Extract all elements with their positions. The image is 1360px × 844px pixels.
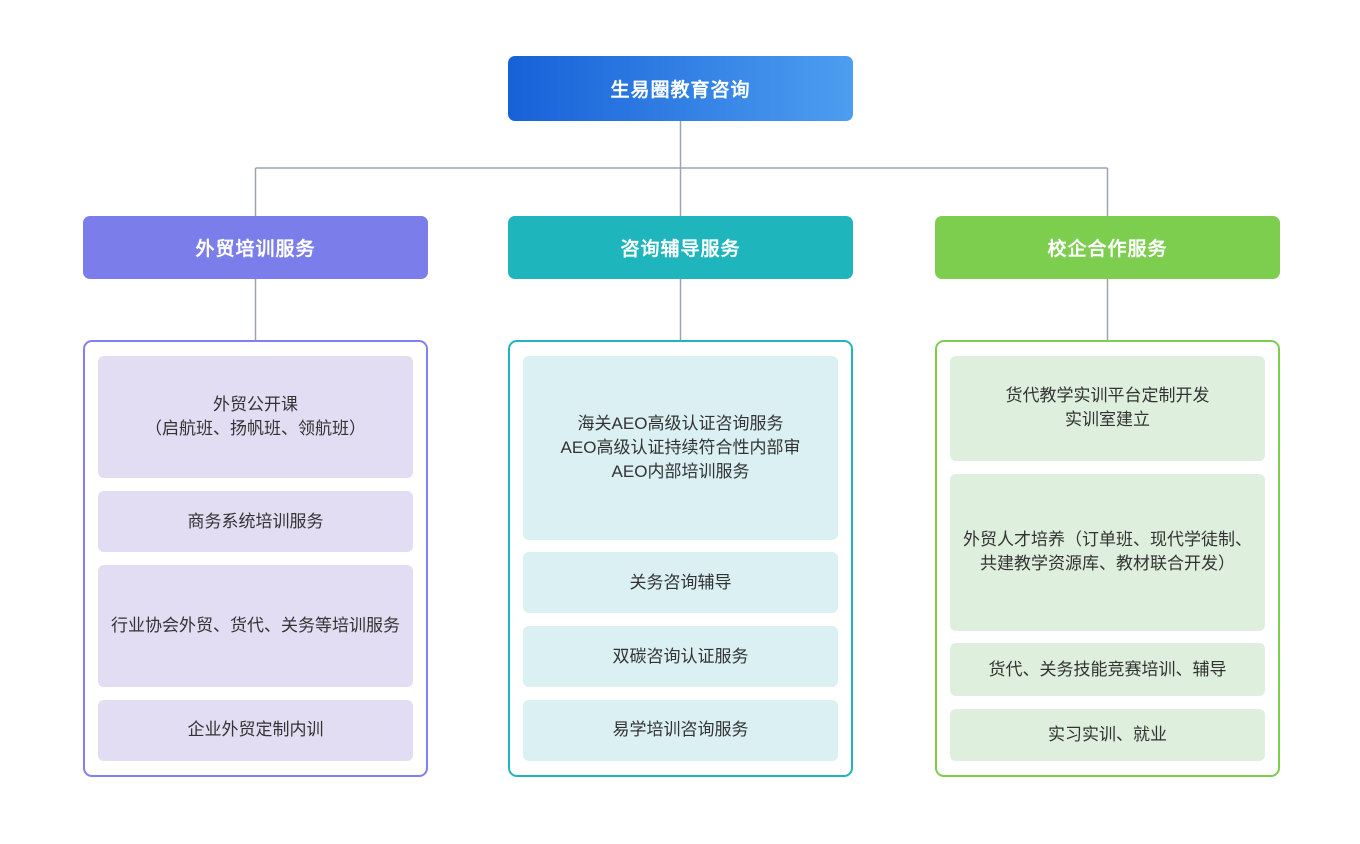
leaf-item[interactable]: 外贸公开课 （启航班、扬帆班、领航班） bbox=[98, 356, 413, 479]
branch-column-2: 校企合作服务 货代教学实训平台定制开发 实训室建立 外贸人才培养（订单班、现代学… bbox=[935, 216, 1280, 777]
leaf-item[interactable]: 实习实训、就业 bbox=[950, 708, 1265, 761]
branch-header-label-1: 咨询辅导服务 bbox=[620, 239, 741, 260]
branch-panel-0: 外贸公开课 （启航班、扬帆班、领航班） 商务系统培训服务 行业协会外贸、货代、关… bbox=[83, 340, 428, 777]
leaf-item[interactable]: 货代、关务技能竞赛培训、辅导 bbox=[950, 643, 1265, 696]
leaf-item[interactable]: 货代教学实训平台定制开发 实训室建立 bbox=[950, 356, 1265, 461]
leaf-item[interactable]: 企业外贸定制内训 bbox=[98, 699, 413, 761]
branch-header-0[interactable]: 外贸培训服务 bbox=[83, 216, 428, 279]
leaf-item[interactable]: 海关AEO高级认证咨询服务 AEO高级认证持续符合性内部审 AEO内部培训服务 bbox=[523, 356, 838, 540]
branch-panel-2: 货代教学实训平台定制开发 实训室建立 外贸人才培养（订单班、现代学徒制、共建教学… bbox=[935, 340, 1280, 777]
leaf-item[interactable]: 外贸人才培养（订单班、现代学徒制、共建教学资源库、教材联合开发） bbox=[950, 473, 1265, 631]
leaf-item[interactable]: 关务咨询辅导 bbox=[523, 552, 838, 614]
leaf-item[interactable]: 易学培训咨询服务 bbox=[523, 699, 838, 761]
branch-header-2[interactable]: 校企合作服务 bbox=[935, 216, 1280, 279]
root-node[interactable]: 生易圈教育咨询 bbox=[508, 56, 853, 121]
leaf-item[interactable]: 双碳咨询认证服务 bbox=[523, 626, 838, 688]
branch-column-1: 咨询辅导服务 海关AEO高级认证咨询服务 AEO高级认证持续符合性内部审 AEO… bbox=[508, 216, 853, 777]
branch-header-1[interactable]: 咨询辅导服务 bbox=[508, 216, 853, 279]
root-node-label: 生易圈教育咨询 bbox=[610, 80, 751, 101]
branch-panel-1: 海关AEO高级认证咨询服务 AEO高级认证持续符合性内部审 AEO内部培训服务 … bbox=[508, 340, 853, 777]
branch-header-label-0: 外贸培训服务 bbox=[195, 239, 316, 260]
leaf-item[interactable]: 商务系统培训服务 bbox=[98, 491, 413, 553]
branch-header-label-2: 校企合作服务 bbox=[1047, 239, 1168, 260]
leaf-item[interactable]: 行业协会外贸、货代、关务等培训服务 bbox=[98, 564, 413, 688]
branch-column-0: 外贸培训服务 外贸公开课 （启航班、扬帆班、领航班） 商务系统培训服务 行业协会… bbox=[83, 216, 428, 777]
